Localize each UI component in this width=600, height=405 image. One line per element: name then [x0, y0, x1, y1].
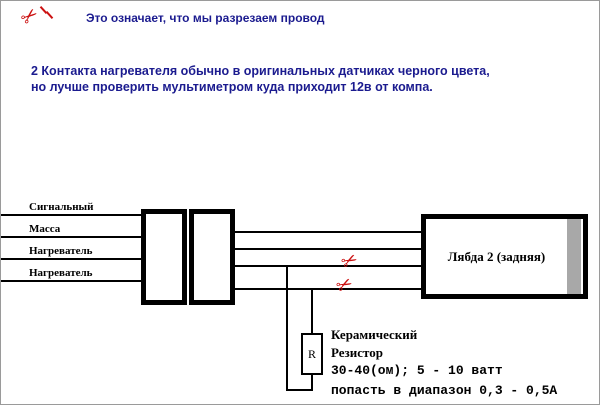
- resistor-box: R: [301, 333, 323, 375]
- cut-mark: [45, 10, 54, 20]
- resistor-spec-1: 30-40(ом); 5 - 10 ватт: [331, 363, 503, 378]
- resistor-symbol: R: [307, 346, 316, 361]
- wire-label-ground: Масса: [29, 223, 61, 235]
- lambda-box-stripe: [567, 219, 581, 294]
- wire-label-heater-2: Нагреватель: [29, 267, 93, 279]
- resistor-branch-left: [286, 265, 288, 391]
- resistor-branch-bottom: [286, 389, 313, 391]
- wire-heater2-left: [1, 280, 143, 282]
- note-line-2: но лучше проверить мультиметром куда при…: [31, 80, 433, 95]
- wire-heater1-right: [235, 265, 421, 267]
- connector-block-right: [189, 209, 235, 305]
- wire-ground-right: [235, 248, 421, 250]
- scissors-icon: ✂: [332, 271, 357, 299]
- connector-block-left: [141, 209, 187, 305]
- note-line-1: 2 Контакта нагревателя обычно в оригинал…: [31, 64, 490, 78]
- scissors-icon: ✂: [337, 247, 362, 275]
- wire-label-signal: Сигнальный: [29, 201, 94, 213]
- note-paragraph: 2 Контакта нагревателя обычно в оригинал…: [31, 63, 586, 96]
- wire-signal-right: [235, 231, 421, 233]
- wire-signal-left: [1, 214, 143, 216]
- lambda-sensor-box: Лябда 2 (задняя): [421, 214, 588, 299]
- resistor-lead-top: [311, 288, 313, 333]
- lambda-box-label: Лябда 2 (задняя): [447, 248, 546, 264]
- resistor-lead-bottom: [311, 375, 313, 391]
- legend-text: Это означает, что мы разрезаем провод: [86, 11, 325, 25]
- resistor-spec-2: попасть в диапазон 0,3 - 0,5А: [331, 383, 558, 398]
- wire-label-heater-1: Нагреватель: [29, 245, 93, 257]
- wire-ground-left: [1, 236, 143, 238]
- resistor-caption-1: Керамический: [331, 327, 418, 342]
- wire-heater1-left: [1, 258, 143, 260]
- resistor-caption-2: Резистор: [331, 345, 383, 360]
- wire-heater2-right: [235, 288, 421, 290]
